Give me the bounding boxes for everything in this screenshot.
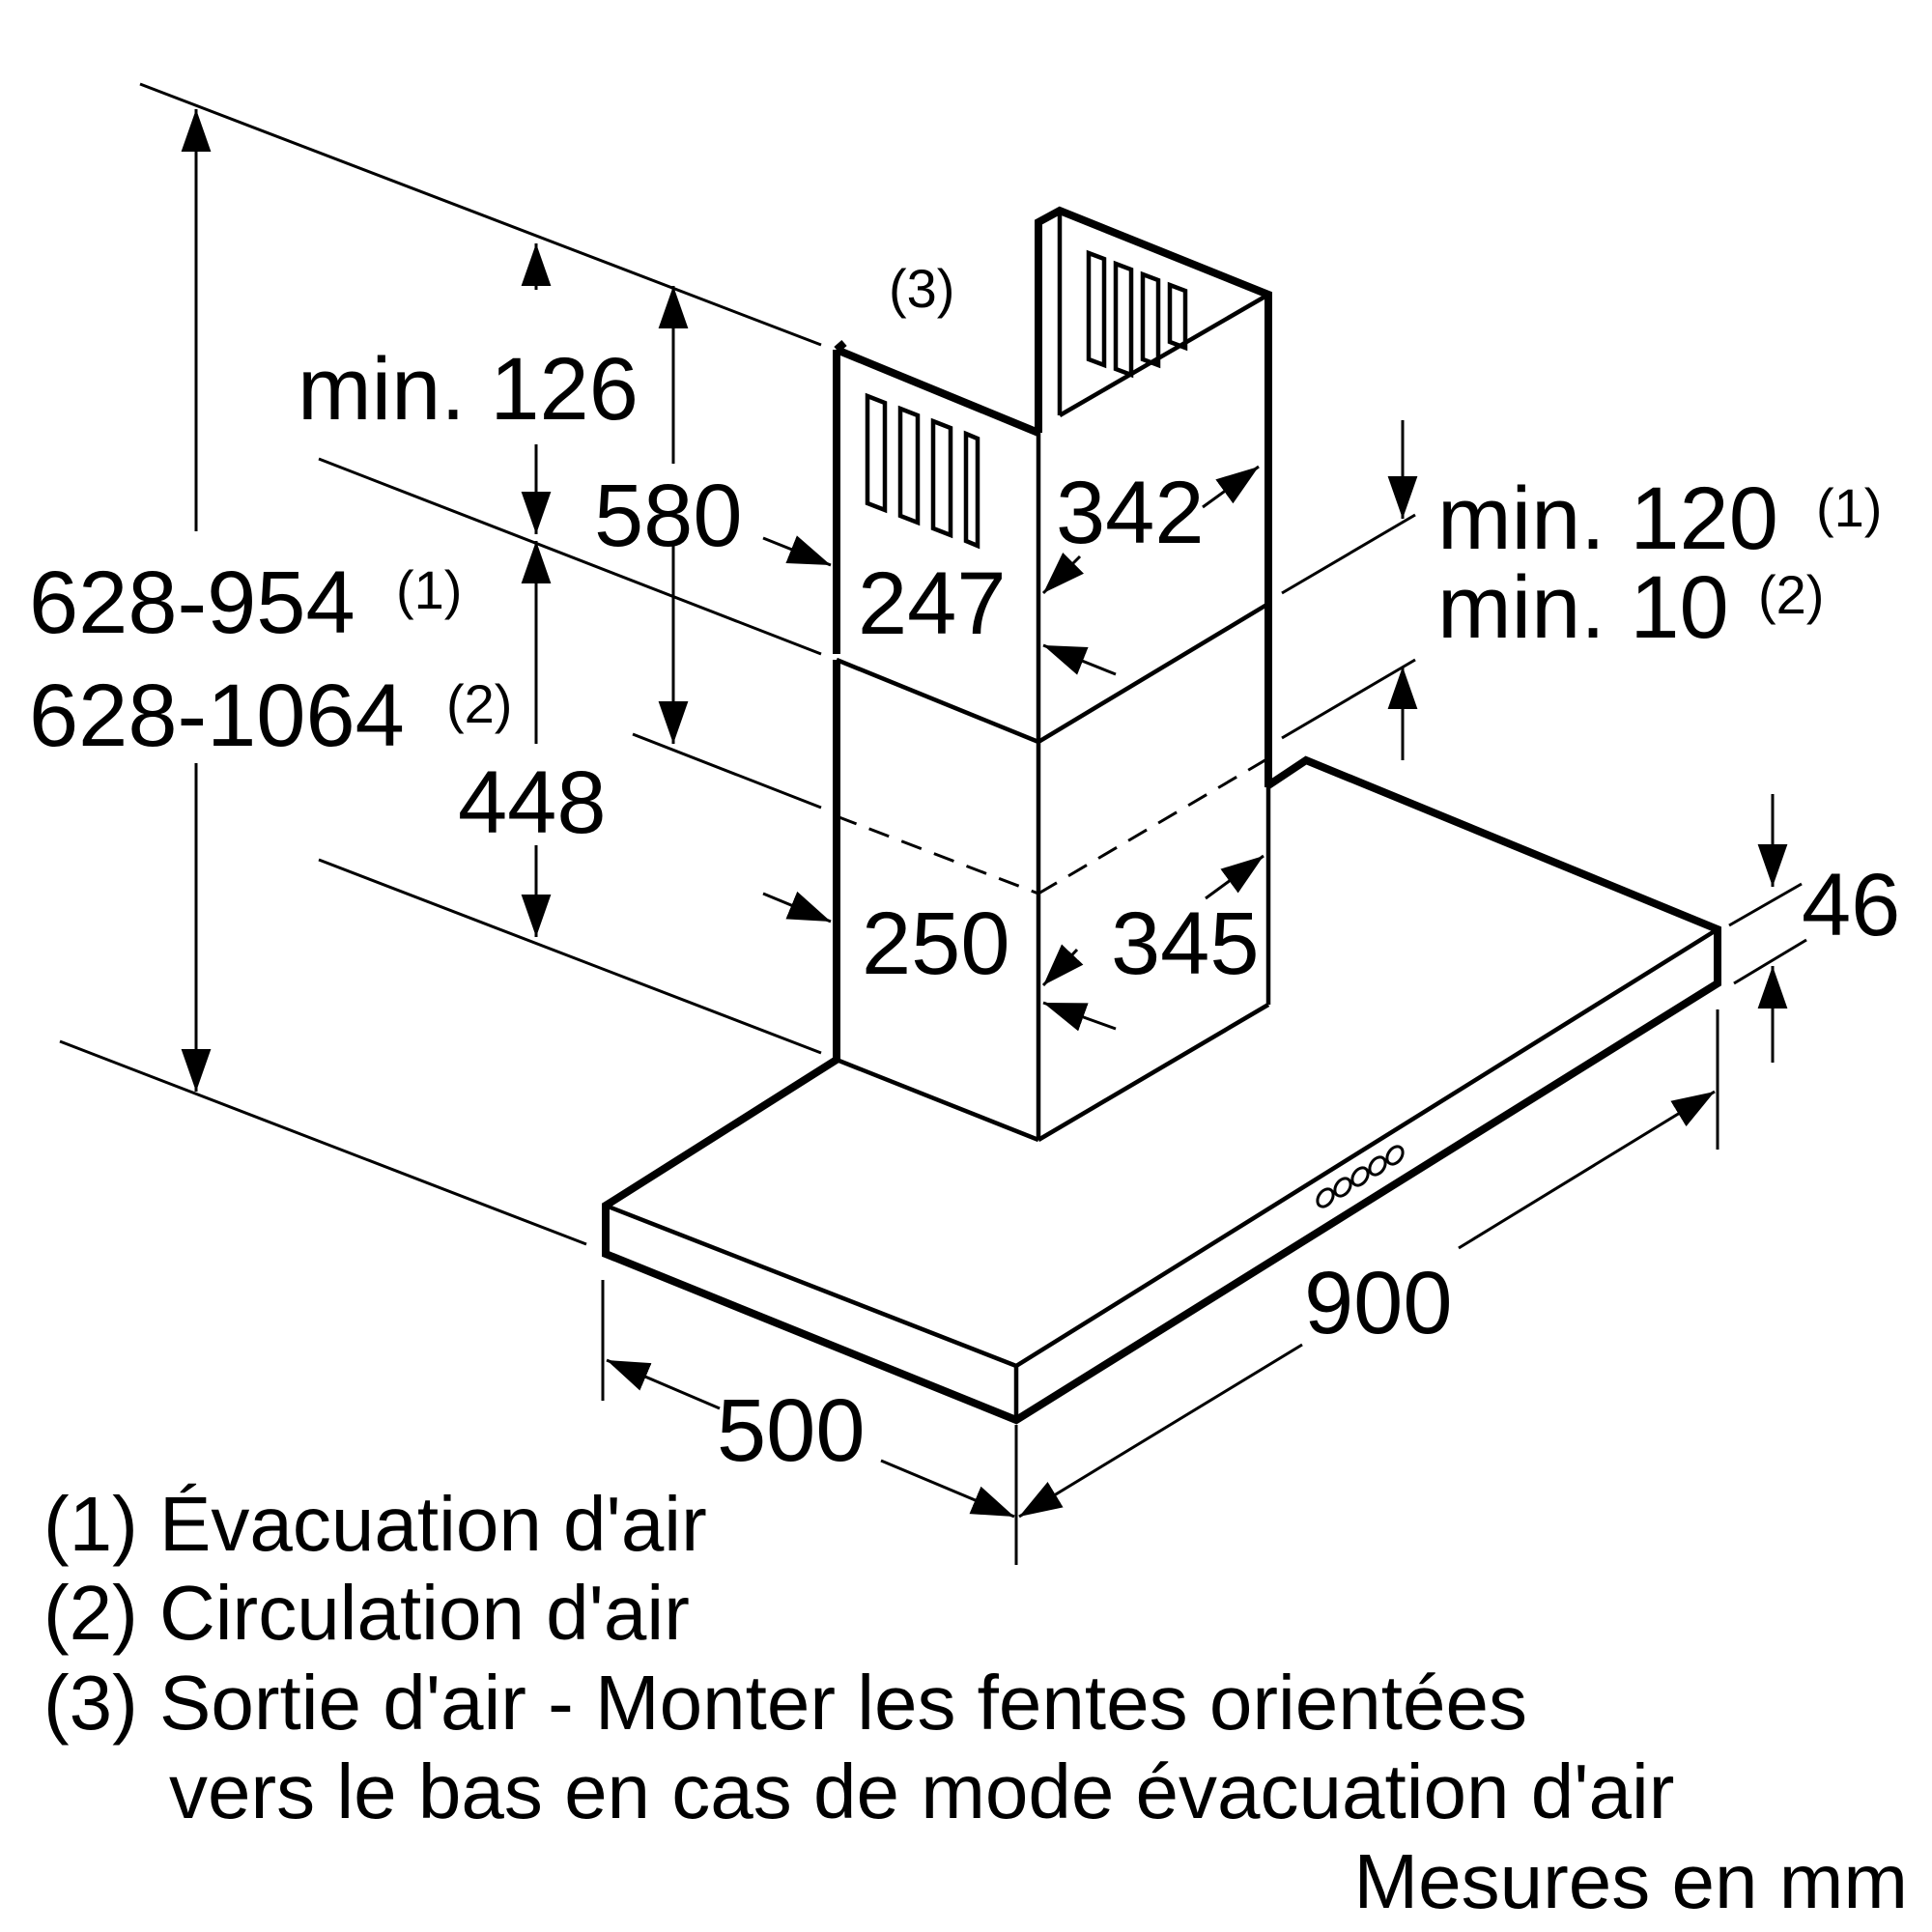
legend-item-3-line-1: (3) Sortie d'air - Monter les fentes ori… <box>43 1660 1527 1746</box>
height-range-2-ref: (2) <box>446 673 512 734</box>
canopy-width: 900 <box>1304 1254 1453 1352</box>
legend-item-3-line-2: vers le bas en cas de mode évacuation d'… <box>169 1748 1674 1834</box>
outlet-ref: (3) <box>889 258 954 319</box>
right-vent-slots <box>1086 249 1188 379</box>
lower-chimney-height: 448 <box>458 753 607 852</box>
canopy-depth: 500 <box>717 1381 866 1480</box>
control-buttons <box>1316 1145 1405 1208</box>
legend-item-1: (1) Évacuation d'air <box>43 1481 707 1567</box>
height-range-1: 628-954 <box>29 554 355 652</box>
legend: (1) Évacuation d'air (2) Circulation d'a… <box>43 1481 1908 1924</box>
ceiling-gap-2: min. 10 <box>1437 558 1729 657</box>
upper-chimney <box>833 206 1272 742</box>
left-vent-slots <box>865 392 980 550</box>
lower-chimney-width: 345 <box>1111 895 1260 993</box>
dimension-arrows <box>181 109 1788 1519</box>
upper-chimney-depth: 247 <box>858 554 1007 653</box>
legend-item-2: (2) Circulation d'air <box>43 1570 690 1656</box>
lower-chimney <box>833 599 1272 1143</box>
canopy-height: 46 <box>1802 856 1900 954</box>
canopy <box>602 755 1721 1425</box>
ceiling-gap-1: min. 120 <box>1437 469 1778 568</box>
reference-lines <box>59 82 1807 1565</box>
top-clearance: min. 126 <box>298 340 639 439</box>
height-range-2: 628-1064 <box>29 667 405 765</box>
units-note: Mesures en mm <box>1354 1838 1908 1924</box>
upper-chimney-width: 342 <box>1056 464 1205 562</box>
lower-chimney-depth: 250 <box>862 895 1010 993</box>
upper-chimney-height: 580 <box>594 467 743 565</box>
dimension-labels: 628-954 (1) 628-1064 (2) min. 126 580 44… <box>29 258 1900 1480</box>
ceiling-gap-2-ref: (2) <box>1758 564 1824 625</box>
height-range-1-ref: (1) <box>396 559 462 620</box>
ceiling-gap-1-ref: (1) <box>1816 477 1882 538</box>
